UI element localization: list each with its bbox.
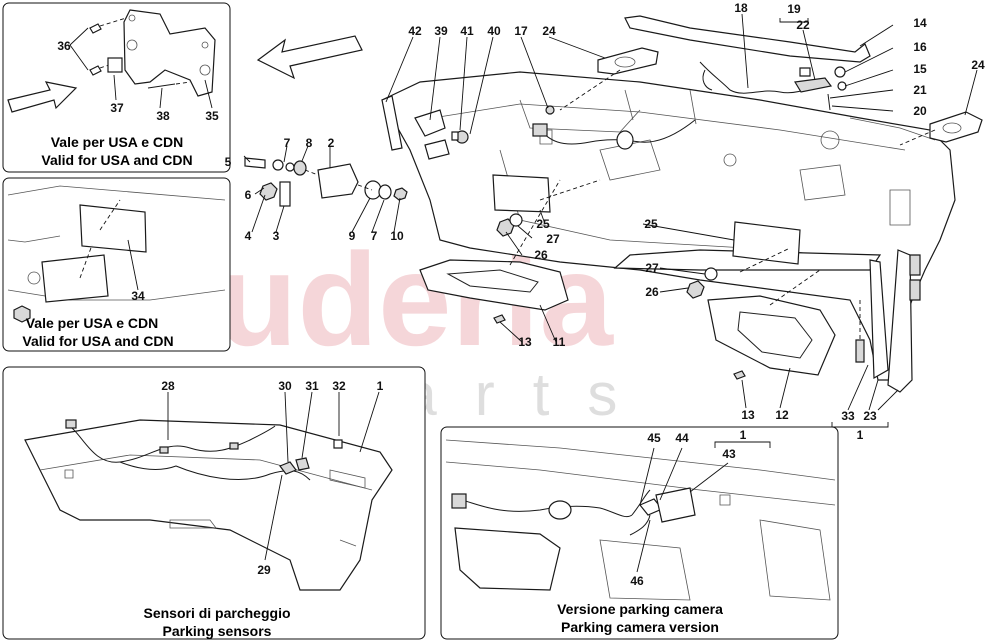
callout-1c: 1 xyxy=(740,428,747,442)
caption-sensors-en: Parking sensors xyxy=(163,623,272,639)
callout-7a: 7 xyxy=(284,136,291,150)
callout-2: 2 xyxy=(328,136,335,150)
plate-mount-left xyxy=(492,174,551,213)
callout-38: 38 xyxy=(156,109,170,123)
callout-8: 8 xyxy=(306,136,313,150)
callout-45: 45 xyxy=(647,431,661,445)
callout-34: 34 xyxy=(131,289,145,303)
callout-9: 9 xyxy=(349,229,356,243)
callout-18: 18 xyxy=(734,1,748,15)
callout-10: 10 xyxy=(390,229,404,243)
callout-1a: 1 xyxy=(857,428,864,442)
callout-27b: 27 xyxy=(645,261,659,275)
callout-numbers: 42 39 41 40 17 24 18 19 22 14 16 15 21 2… xyxy=(57,1,985,588)
mounting-bracket-2 xyxy=(317,163,359,199)
callout-13a: 13 xyxy=(518,335,532,349)
callout-1b: 1 xyxy=(377,379,384,393)
caption-camera-it: Versione parking camera xyxy=(557,601,723,617)
side-trim-right xyxy=(887,249,913,393)
side-trim-left xyxy=(869,259,889,380)
callout-31: 31 xyxy=(305,379,319,393)
license-plate xyxy=(41,254,109,303)
rear-reflector-right xyxy=(929,111,983,143)
leader-lines xyxy=(243,13,978,428)
callout-37: 37 xyxy=(110,101,124,115)
camera-bracket xyxy=(655,487,696,523)
caption-usa-mid-en: Valid for USA and CDN xyxy=(22,333,173,349)
callout-43: 43 xyxy=(722,447,736,461)
callout-12: 12 xyxy=(775,408,789,422)
callout-40: 40 xyxy=(487,24,501,38)
caption-usa-top-it: Vale per USA e CDN xyxy=(51,134,184,150)
panel-parking-camera: Versione parking camera Parking camera v… xyxy=(440,426,839,640)
callout-13b: 13 xyxy=(741,408,755,422)
panel-parking-sensors: Sensori di parcheggio Parking sensors xyxy=(2,366,426,640)
parking-sensor-holder xyxy=(295,457,310,471)
caption-camera-en: Parking camera version xyxy=(561,619,719,635)
callout-30: 30 xyxy=(278,379,292,393)
callout-15: 15 xyxy=(913,62,927,76)
callout-44: 44 xyxy=(675,431,689,445)
license-plate-foam xyxy=(79,204,147,253)
callout-24b: 24 xyxy=(971,58,985,72)
callout-5: 5 xyxy=(225,155,232,169)
callout-39: 39 xyxy=(434,24,448,38)
callout-25b: 25 xyxy=(644,217,658,231)
callout-24a: 24 xyxy=(542,24,556,38)
callout-23: 23 xyxy=(863,409,877,423)
upper-reinforcement-bar xyxy=(624,15,871,63)
callout-26a: 26 xyxy=(534,248,548,262)
callout-41: 41 xyxy=(460,24,474,38)
panel-usa-mid: Vale per USA e CDN Valid for USA and CDN xyxy=(2,177,231,352)
callout-6: 6 xyxy=(245,188,252,202)
panel-usa-top: Vale per USA e CDN Valid for USA and CDN xyxy=(2,2,231,173)
direction-arrow-icon xyxy=(256,35,363,80)
bracket-39 xyxy=(414,109,446,137)
bumper-harness-main xyxy=(699,61,811,94)
callout-21: 21 xyxy=(913,83,927,97)
plate-bracket xyxy=(123,9,216,97)
caption-usa-mid-it: Vale per USA e CDN xyxy=(26,315,159,331)
callout-28: 28 xyxy=(161,379,175,393)
callout-36: 36 xyxy=(57,39,71,53)
callout-16: 16 xyxy=(913,40,927,54)
callout-32: 32 xyxy=(332,379,346,393)
callout-4: 4 xyxy=(245,229,252,243)
caption-sensors-it: Sensori di parcheggio xyxy=(143,605,290,621)
rear-reflector-left xyxy=(597,47,659,75)
callout-26b: 26 xyxy=(645,285,659,299)
plate-light xyxy=(794,77,833,93)
plate-mount-right xyxy=(732,221,801,265)
callout-3: 3 xyxy=(273,229,280,243)
rear-bumper-main xyxy=(381,71,956,393)
callout-35: 35 xyxy=(205,109,219,123)
callout-25a: 25 xyxy=(536,217,550,231)
callout-20: 20 xyxy=(913,104,927,118)
callout-19: 19 xyxy=(787,2,801,16)
callout-14: 14 xyxy=(913,16,927,30)
direction-arrow-small-icon xyxy=(7,81,78,113)
callout-27a: 27 xyxy=(546,232,560,246)
callout-7b: 7 xyxy=(371,229,378,243)
callout-42: 42 xyxy=(408,24,422,38)
side-seal-strip xyxy=(381,95,403,151)
callout-29: 29 xyxy=(257,563,271,577)
callout-11: 11 xyxy=(553,335,566,349)
parking-sensor xyxy=(279,461,297,475)
camera-connector xyxy=(451,493,467,509)
callout-46: 46 xyxy=(630,574,644,588)
callout-22: 22 xyxy=(796,18,810,32)
caption-usa-top-en: Valid for USA and CDN xyxy=(41,152,192,168)
callout-33: 33 xyxy=(841,409,855,423)
callout-17: 17 xyxy=(514,24,528,38)
